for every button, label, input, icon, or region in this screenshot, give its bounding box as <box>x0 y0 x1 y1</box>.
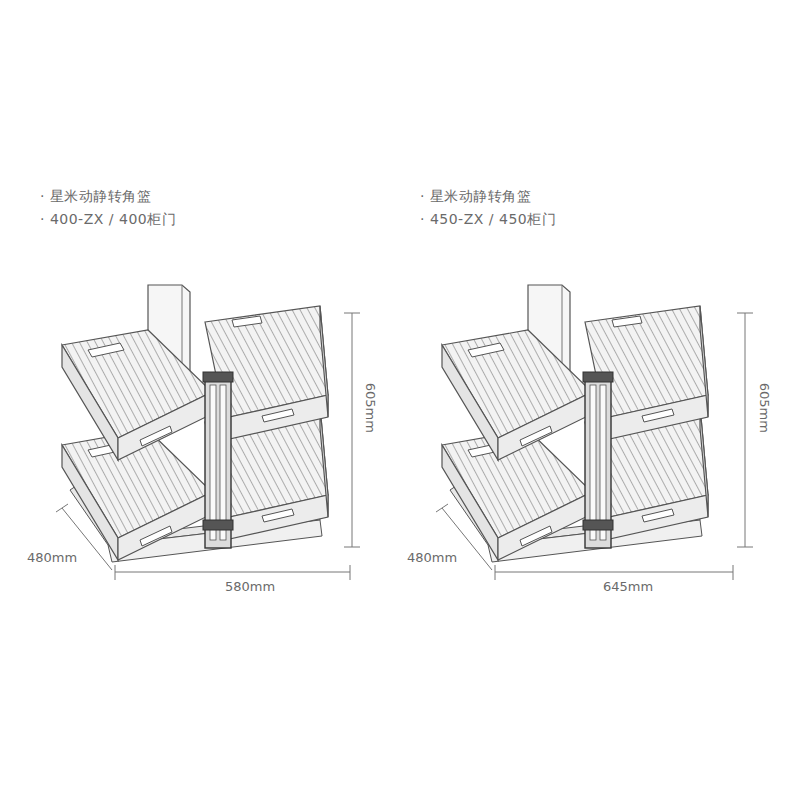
depth-dimension: 480mm <box>407 550 457 566</box>
model-number: · 400-ZX / 400柜门 <box>40 211 176 228</box>
height-dimension: 605mm <box>362 383 378 433</box>
depth-dimension: 480mm <box>27 550 77 566</box>
width-dimension: 580mm <box>225 579 275 595</box>
product-name: · 星米动静转角篮 <box>40 188 151 205</box>
product-name: · 星米动静转角篮 <box>420 188 531 205</box>
model-number: · 450-ZX / 450柜门 <box>420 211 556 228</box>
width-dimension: 645mm <box>603 579 653 595</box>
height-dimension: 605mm <box>756 383 772 433</box>
